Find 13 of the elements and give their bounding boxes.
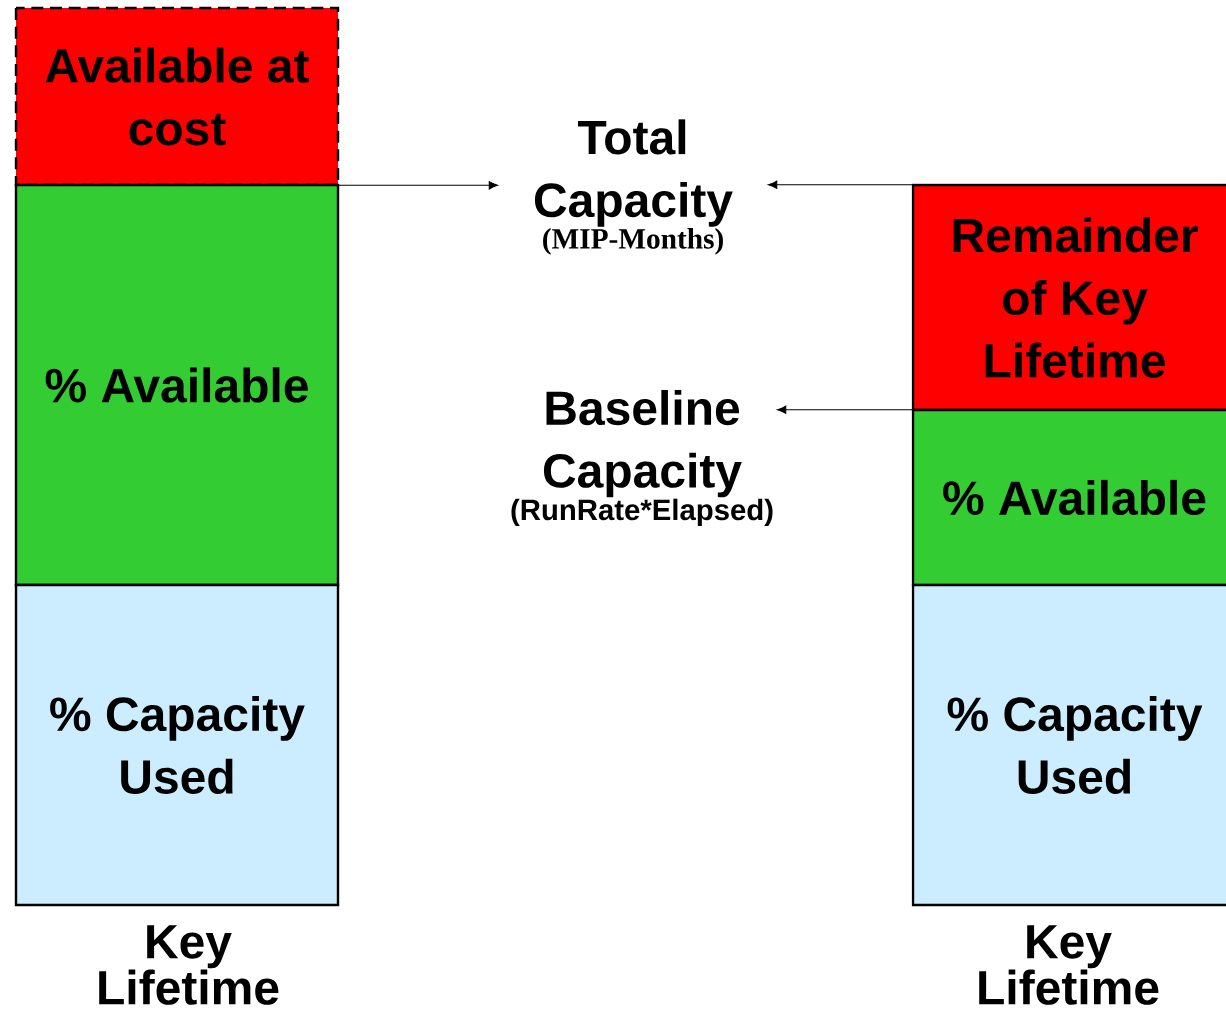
capacity-label: Baseline Capacity (RunRate*Elapsed) (511, 389, 773, 527)
segment-box: % Available (14, 183, 340, 587)
arrow (777, 405, 914, 414)
segment-box: % Capacity Used (14, 583, 340, 907)
arrow (337, 181, 499, 190)
arrow (768, 180, 914, 189)
capacity-label: Total Capacity (MIP-Months) (534, 119, 733, 255)
segment-box: % Capacity Used (911, 583, 1226, 907)
segment-box: Remainder of Key Lifetime (911, 183, 1226, 412)
segment-box: % Available (911, 408, 1226, 587)
bar-label: Key Lifetime (99, 925, 279, 1005)
bar-label: Key Lifetime (979, 925, 1159, 1005)
segment-box: Available at cost (14, 6, 340, 187)
